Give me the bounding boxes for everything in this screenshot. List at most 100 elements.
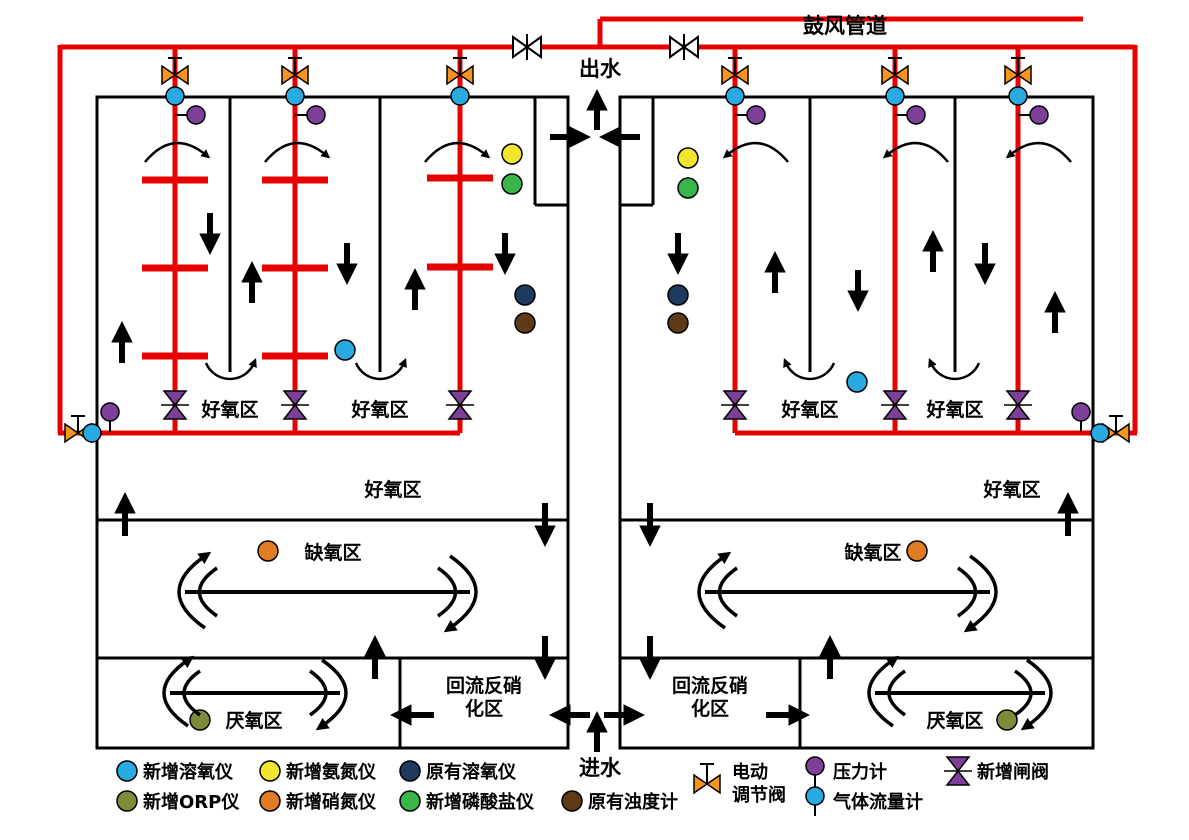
denit-zone-label: 化区: [465, 697, 503, 720]
anoxic-circulation-right: [697, 551, 998, 633]
blower-pipe-label: 鼓风管道: [803, 14, 887, 38]
air-pipe-left-3: [427, 47, 493, 433]
baffle-turn-arrow: [928, 358, 981, 381]
circulation-arc: [315, 658, 348, 731]
phosphate-meter: [501, 173, 523, 195]
legend-nitrate-meter-icon: [259, 790, 281, 812]
baffle-turn-arrow: [354, 358, 407, 381]
anoxic-zone-label: 缺氧区: [844, 541, 901, 564]
aerobic-zone-label: 好氧区: [925, 398, 983, 421]
legend-turbidity-meter-icon: [561, 790, 583, 812]
anaerobic-zone-label: 厌氧区: [225, 709, 282, 732]
gate-valve: [721, 390, 749, 420]
pressure-gauge: [295, 105, 326, 125]
existing-do-meter: [667, 284, 689, 306]
electric-valve: [881, 57, 909, 86]
circulation-arc: [963, 554, 998, 633]
nitrate-meter: [906, 540, 928, 562]
circulation-arc: [887, 669, 907, 717]
anaerobic-circulation-left: [162, 655, 348, 731]
mixer-arrow: [264, 141, 331, 163]
pressure-gauge: [895, 105, 926, 125]
right-tank-wall: [618, 95, 1095, 750]
do-meter: [334, 339, 356, 361]
gas-flow-meter: [450, 86, 470, 106]
left-tank: [95, 95, 570, 750]
legend-do-meter-label: 新增溶氧仪: [143, 761, 234, 783]
diagram-labels: 鼓风管道 出水 进水 好氧区 好氧区 好氧区 好氧区 好氧区 好氧区 缺氧区 缺…: [200, 14, 1040, 780]
gas-flow-meter: [725, 86, 745, 106]
anaerobic-zone-label: 厌氧区: [926, 709, 983, 732]
valve-body: [669, 35, 686, 59]
legend-ammonia-meter-label: 新增氨氮仪: [286, 761, 377, 783]
mixer-arrow: [144, 141, 211, 163]
denit-zone-label: 回流反硝: [446, 674, 522, 697]
mixer-arcs: [144, 141, 1072, 381]
circulation-arc: [697, 551, 732, 630]
pressure-gauge: [1071, 402, 1091, 432]
circulation-arc: [1020, 658, 1053, 731]
gas-flow-meter: [1090, 423, 1110, 443]
left-tank-wall: [95, 95, 570, 750]
gate-valve: [881, 390, 909, 420]
pressure-gauge: [100, 402, 120, 432]
right-tank: [618, 95, 1095, 750]
air-pipe-left-2: [262, 47, 328, 433]
aerobic-zone-label: 好氧区: [350, 398, 408, 421]
electric-valve: [281, 57, 309, 86]
gate-valve: [446, 390, 474, 420]
aerobic-zone-label: 好氧区: [200, 398, 258, 421]
legend-pressure-gauge-label: 压力计: [833, 761, 887, 783]
gate-valve: [1004, 390, 1032, 420]
aerobic-zone-label: 好氧区: [780, 398, 838, 421]
orp-meter: [189, 709, 211, 731]
mixer-arrow: [882, 141, 949, 163]
gas-flow-meters: [82, 86, 1110, 443]
electric-valve: [721, 57, 749, 86]
denit-zone-label: 化区: [691, 697, 729, 720]
pressure-gauge: [735, 105, 766, 125]
turbidity-meter: [667, 312, 689, 334]
legend: 新增溶氧仪 新增ORP仪 新增氨氮仪 新增硝氮仪 原有溶氧仪 新增磷酸盐仪 原有…: [116, 756, 1049, 816]
valve-body: [682, 35, 699, 59]
legend-orp-meter-icon: [116, 790, 138, 812]
baffle-turn-arrow: [783, 358, 836, 381]
legend-phosphate-meter-icon: [399, 790, 421, 812]
circulation-arc: [443, 554, 478, 633]
circulation-arc: [1013, 669, 1033, 717]
circulation-arc: [177, 551, 212, 630]
gas-flow-meter: [1008, 86, 1028, 106]
tank-sensors: [189, 143, 1018, 731]
flow-arrows: [111, 89, 1079, 752]
phosphate-meter: [677, 177, 699, 199]
legend-gate-valve-label: 新增闸阀: [977, 761, 1049, 783]
mixer-arrow: [722, 141, 789, 163]
gate-valve: [281, 390, 309, 420]
circulation-arc: [162, 655, 195, 728]
aerobic-zone-label: 好氧区: [363, 478, 421, 501]
legend-phosphate-meter-label: 新增磷酸盐仪: [426, 791, 535, 813]
aerobic-zone-label: 好氧区: [982, 478, 1040, 501]
electric-valve: [446, 57, 474, 86]
legend-existing-do-label: 原有溶氧仪: [426, 761, 517, 783]
gas-flow-meter: [885, 86, 905, 106]
legend-turbidity-meter-label: 原有浊度计: [588, 791, 678, 813]
legend-gas-flow-meter-label: 气体流量计: [832, 791, 923, 813]
circulation-arc: [437, 566, 458, 618]
header-valve-left: [512, 34, 542, 60]
valve-body: [512, 35, 529, 59]
ammonia-meter: [501, 143, 523, 165]
circulation-arc: [957, 566, 978, 618]
nitrate-meter: [257, 540, 279, 562]
legend-do-meter-icon: [116, 760, 138, 782]
legend-gas-flow-meter-icon: [805, 786, 825, 816]
anoxic-circulation-left: [177, 551, 478, 633]
gate-valves: [161, 390, 1032, 420]
pressure-gauge: [1018, 105, 1049, 125]
baffle-turn-arrow: [204, 358, 257, 381]
existing-do-meter: [514, 284, 536, 306]
orp-meter: [996, 709, 1018, 731]
legend-electric-valve-label-2: 调节阀: [732, 784, 786, 806]
pressure-gauge: [175, 105, 206, 125]
